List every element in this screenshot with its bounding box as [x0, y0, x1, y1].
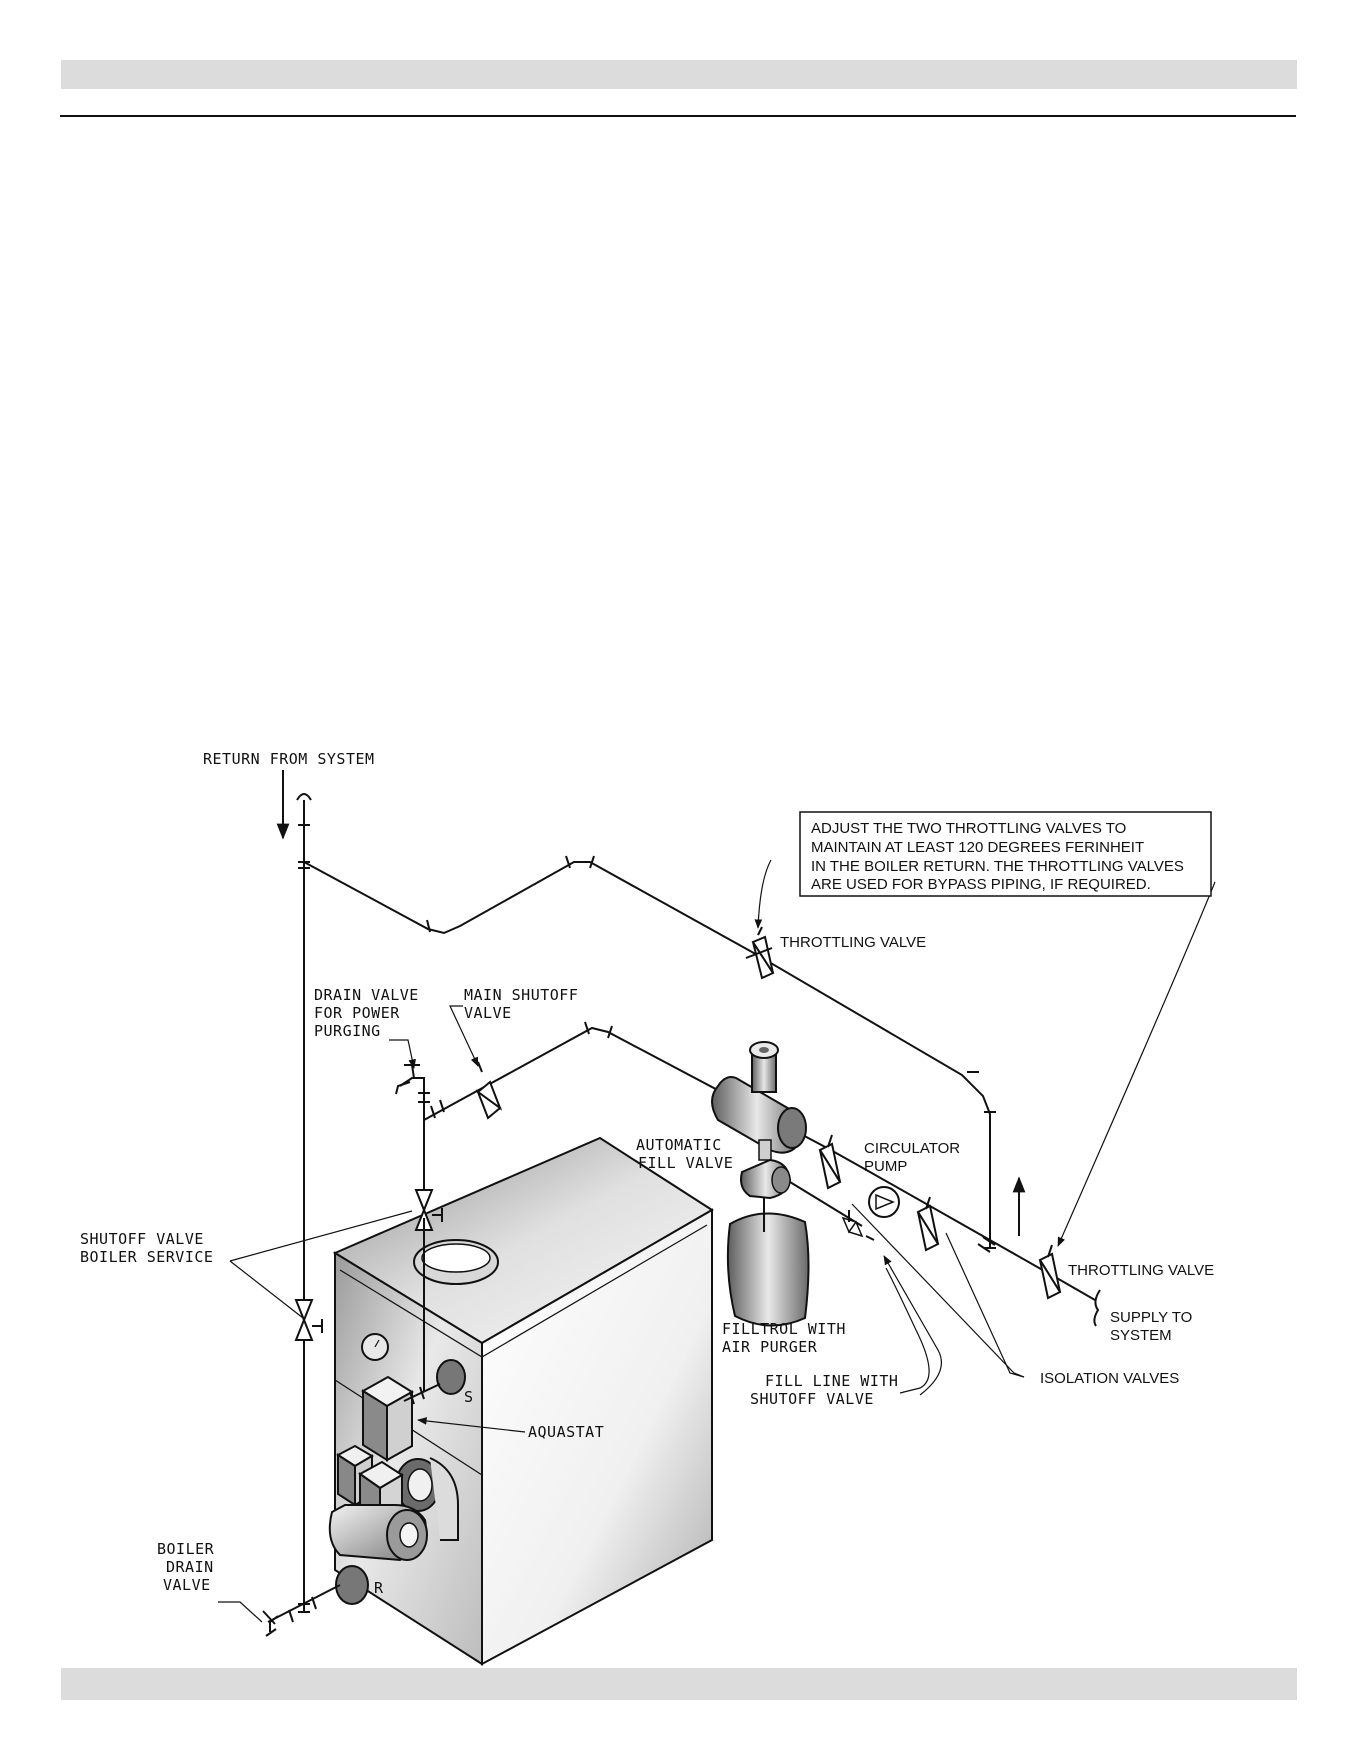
- isolation-valve-upper: [818, 1134, 842, 1190]
- note-line-4: ARE USED FOR BYPASS PIPING, IF REQUIRED.: [811, 876, 1151, 893]
- bypass-pipe: [303, 861, 991, 1248]
- flue-opening: [421, 1243, 491, 1273]
- throttling-valve-lower-label: THROTTLING VALVE: [1068, 1262, 1214, 1279]
- boiler-drain-label-2: DRAIN: [166, 1558, 214, 1576]
- leader-lines: [218, 859, 1216, 1623]
- throttling-valve-lower: [1038, 1244, 1062, 1300]
- note-line-3: IN THE BOILER RETURN. THE THROTTLING VAL…: [811, 858, 1184, 875]
- supply-joint-ticks: [418, 1021, 996, 1253]
- throttling-valve-upper-label: THROTTLING VALVE: [780, 934, 926, 951]
- main-shutoff-label-1: MAIN SHUTOFF: [464, 986, 578, 1004]
- boiler-service-valve-lower: [294, 1299, 323, 1341]
- supply-label-1: SUPPLY TO: [1110, 1309, 1192, 1326]
- automatic-fill-label-1: AUTOMATIC: [636, 1136, 722, 1154]
- drain-valve-label-2: FOR POWER: [314, 1004, 400, 1022]
- supply-outlet: [1061, 1280, 1101, 1327]
- boiler-drain-label-1: BOILER: [157, 1540, 215, 1558]
- automatic-fill-label-2: FILL VALVE: [638, 1154, 733, 1172]
- return-connection: [262, 1584, 341, 1637]
- burner-assembly: [328, 1444, 459, 1605]
- footer-band: [61, 1668, 1297, 1700]
- circulator-label-2: PUMP: [864, 1158, 907, 1175]
- automatic-fill-valve: [711, 1041, 863, 1227]
- supply-gauge: [436, 1359, 466, 1395]
- note-line-2: MAINTAIN AT LEAST 120 DEGREES FERINHEIT: [811, 839, 1144, 856]
- drain-valve-label-3: PURGING: [314, 1022, 381, 1040]
- fill-line-label-2: SHUTOFF VALVE: [750, 1390, 874, 1408]
- main-shutoff-valve: [475, 1061, 503, 1120]
- aquastat-box: [361, 1375, 414, 1462]
- supply-gauge-letter: S: [464, 1388, 474, 1406]
- return-pipe: [296, 793, 312, 1612]
- shutoff-boiler-label-2: BOILER SERVICE: [80, 1248, 213, 1266]
- drain-valve-label-1: DRAIN VALVE: [314, 986, 419, 1004]
- header-band: [61, 60, 1297, 89]
- shutoff-boiler-label-1: SHUTOFF VALVE: [80, 1230, 204, 1248]
- throttling-valve-upper: [745, 926, 775, 980]
- aquastat-label: AQUASTAT: [528, 1423, 604, 1441]
- main-shutoff-label-2: VALVE: [464, 1004, 512, 1022]
- bypass-joint-ticks: [426, 855, 996, 1249]
- isolation-valves-label: ISOLATION VALVES: [1040, 1370, 1179, 1387]
- fill-line-label-1: FILL LINE WITH: [765, 1372, 898, 1390]
- supply-connection: [403, 1218, 441, 1405]
- filltrol-tank: [726, 1206, 810, 1327]
- circulator-label-1: CIRCULATOR: [864, 1140, 960, 1157]
- return-gauge-letter: R: [374, 1579, 384, 1597]
- supply-label-2: SYSTEM: [1110, 1327, 1172, 1344]
- note-box: [799, 811, 1212, 897]
- return-from-system-label: RETURN FROM SYSTEM: [203, 750, 375, 768]
- filltrol-label-2: AIR PURGER: [722, 1338, 818, 1356]
- circulator-pump: [868, 1186, 900, 1218]
- fill-line-valve: [841, 1210, 875, 1241]
- boiler-drain-label-3: VALVE: [163, 1576, 211, 1594]
- header-rule: [60, 115, 1296, 117]
- note-line-1: ADJUST THE TWO THROTTLING VALVES TO: [811, 820, 1126, 837]
- filltrol-label-1: FILLTROL WITH: [722, 1320, 846, 1338]
- isolation-valve-lower: [916, 1196, 940, 1252]
